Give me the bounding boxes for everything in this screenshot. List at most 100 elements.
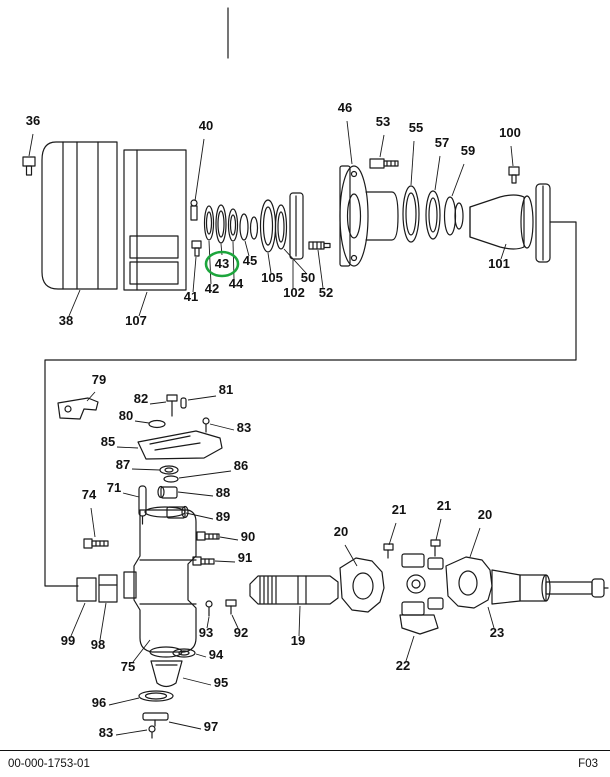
part-23-slip-yoke (491, 569, 609, 605)
part-label-20b[interactable]: 20 (478, 507, 492, 522)
part-91-bolt (192, 556, 215, 566)
leader-line-90 (219, 536, 239, 541)
part-20-yoke-right (445, 556, 493, 609)
part-41-bolt (191, 240, 202, 257)
part-74-bolt (83, 538, 109, 549)
leader-line-107 (138, 291, 148, 317)
part-105-ring (259, 199, 277, 253)
leader-line-94 (195, 653, 207, 658)
part-label-93[interactable]: 93 (199, 625, 213, 640)
part-94-washer (172, 648, 196, 658)
leader-line-20a (344, 544, 358, 567)
part-label-21a[interactable]: 21 (392, 502, 406, 517)
part-88-fitting (157, 485, 178, 499)
part-label-94[interactable]: 94 (209, 647, 224, 662)
part-label-41[interactable]: 41 (184, 289, 198, 304)
part-label-53[interactable]: 53 (376, 114, 390, 129)
part-label-46[interactable]: 46 (338, 100, 352, 115)
part-label-91[interactable]: 91 (238, 550, 252, 565)
part-label-22[interactable]: 22 (396, 658, 410, 673)
part-label-75[interactable]: 75 (121, 659, 135, 674)
part-label-83a[interactable]: 83 (237, 420, 251, 435)
part-label-92[interactable]: 92 (234, 625, 248, 640)
leader-line-36 (28, 133, 34, 157)
part-label-20a[interactable]: 20 (334, 524, 348, 539)
part-20-yoke-left (339, 557, 385, 613)
part-82-screw (166, 394, 178, 417)
leader-line-52 (317, 249, 324, 289)
part-label-86[interactable]: 86 (234, 458, 248, 473)
leader-line-43 (220, 243, 223, 256)
part-label-95[interactable]: 95 (214, 675, 228, 690)
part-36-mounting-bolt (22, 156, 36, 176)
leader-line-105 (267, 252, 272, 274)
part-label-21b[interactable]: 21 (437, 498, 451, 513)
part-label-43[interactable]: 43 (215, 256, 229, 271)
part-101-shaft-end (469, 183, 551, 263)
part-label-36[interactable]: 36 (26, 113, 40, 128)
part-label-55[interactable]: 55 (409, 120, 423, 135)
part-90-bolt (196, 531, 220, 541)
leader-line-40 (194, 138, 205, 202)
part-label-97[interactable]: 97 (204, 719, 218, 734)
part-21-bolt-a (383, 543, 394, 559)
part-40-stud (190, 199, 198, 221)
part-label-85[interactable]: 85 (101, 434, 115, 449)
part-label-42[interactable]: 42 (205, 281, 219, 296)
leader-line-50 (283, 248, 307, 274)
leader-line-75 (132, 639, 151, 663)
part-55-ring (402, 185, 420, 243)
part-label-98[interactable]: 98 (91, 637, 105, 652)
leader-line-91 (214, 560, 236, 563)
leader-line-21b (435, 518, 442, 541)
part-label-88[interactable]: 88 (216, 485, 230, 500)
part-label-45[interactable]: 45 (243, 253, 257, 268)
part-label-38[interactable]: 38 (59, 313, 73, 328)
part-81-pin (180, 397, 187, 409)
leader-line-55 (410, 140, 415, 186)
part-46-flange (339, 165, 399, 267)
part-label-102[interactable]: 102 (283, 285, 305, 300)
part-label-52[interactable]: 52 (319, 285, 333, 300)
part-label-81[interactable]: 81 (219, 382, 233, 397)
part-label-19[interactable]: 19 (291, 633, 305, 648)
part-42-washer (203, 205, 215, 241)
part-label-71[interactable]: 71 (107, 480, 121, 495)
part-label-23[interactable]: 23 (490, 625, 504, 640)
leader-line-98 (99, 602, 107, 641)
part-label-44[interactable]: 44 (229, 276, 244, 291)
part-96-ring (138, 690, 174, 702)
part-label-82[interactable]: 82 (134, 391, 148, 406)
part-label-79[interactable]: 79 (92, 372, 106, 387)
part-label-96[interactable]: 96 (92, 695, 106, 710)
part-label-101[interactable]: 101 (488, 256, 510, 271)
part-44-washer (227, 208, 239, 242)
part-label-74[interactable]: 74 (82, 487, 97, 502)
part-label-59[interactable]: 59 (461, 143, 475, 158)
part-label-100[interactable]: 100 (499, 125, 521, 140)
leader-line-81 (187, 395, 217, 401)
leader-line-20b (469, 527, 481, 558)
part-100-bolt (508, 166, 520, 184)
part-59-ring (443, 196, 464, 236)
part-label-105[interactable]: 105 (261, 270, 283, 285)
part-label-89[interactable]: 89 (216, 509, 230, 524)
part-label-99[interactable]: 99 (61, 633, 75, 648)
part-label-50[interactable]: 50 (301, 270, 315, 285)
part-label-90[interactable]: 90 (241, 529, 255, 544)
part-label-80[interactable]: 80 (119, 408, 133, 423)
part-label-107[interactable]: 107 (125, 313, 147, 328)
leader-line-89 (185, 512, 214, 520)
part-label-87[interactable]: 87 (116, 457, 130, 472)
part-87-washer (159, 465, 179, 475)
leader-line-22 (405, 635, 415, 662)
part-label-83b[interactable]: 83 (99, 725, 113, 740)
highlight-circle-43 (204, 250, 240, 278)
part-label-57[interactable]: 57 (435, 135, 449, 150)
part-71-pin (138, 485, 147, 525)
part-98-block (98, 574, 118, 603)
part-label-40[interactable]: 40 (199, 118, 213, 133)
